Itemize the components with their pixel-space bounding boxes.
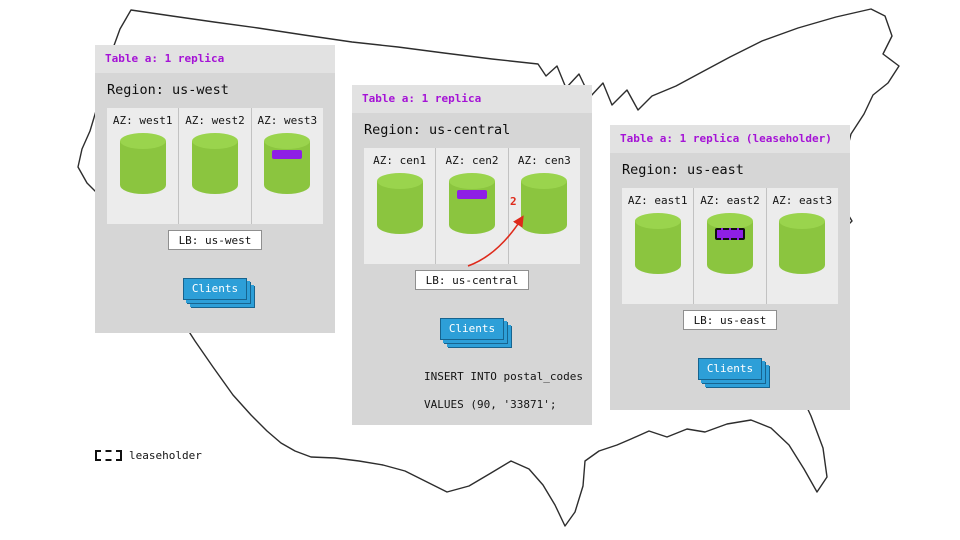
cylinder-top — [191, 133, 238, 149]
table-replica-leaseholder-header: Table a: 1 replica (leaseholder) — [610, 125, 850, 153]
cylinder-body — [376, 181, 423, 234]
az-column-west1: AZ: west1 — [107, 108, 178, 224]
cylinder-top — [448, 173, 495, 189]
database-cylinder — [264, 133, 311, 195]
cylinder-body — [634, 221, 681, 274]
az-container: AZ: west1 AZ: west2 AZ: west3 — [107, 108, 323, 224]
az-label: AZ: west2 — [185, 114, 245, 127]
cylinder-top — [634, 213, 681, 229]
az-column-west3: AZ: west3 — [250, 108, 323, 224]
az-label: AZ: cen2 — [445, 154, 499, 167]
cylinder-body — [521, 181, 568, 234]
az-container: AZ: east1 AZ: east2 AZ: east3 — [622, 188, 838, 304]
table-replica-header: Table a: 1 replica — [352, 85, 592, 113]
az-label: AZ: east1 — [627, 194, 688, 207]
cylinder-body — [264, 141, 311, 194]
az-label: AZ: cen3 — [517, 154, 571, 167]
database-cylinder — [634, 213, 681, 275]
region-title: Region: us-west — [107, 82, 229, 98]
sql-statement-line1: INSERT INTO postal_codes — [424, 370, 583, 383]
legend-label: leaseholder — [129, 449, 202, 462]
database-cylinder — [119, 133, 166, 195]
clients-button-us-central[interactable]: Clients — [440, 318, 504, 340]
database-cylinder — [779, 213, 826, 275]
cylinder-body — [191, 141, 238, 194]
load-balancer-us-central: LB: us-central — [414, 270, 530, 290]
leaseholder-swatch-icon — [95, 450, 122, 461]
az-label: AZ: west1 — [112, 114, 173, 127]
region-panel-us-east: Table a: 1 replica (leaseholder) Region:… — [610, 125, 850, 410]
clients-button-us-west[interactable]: Clients — [183, 278, 247, 300]
replica-range — [272, 150, 303, 159]
cylinder-top — [706, 213, 753, 229]
region-panel-us-central: Table a: 1 replica Region: us-central AZ… — [352, 85, 592, 425]
region-title: Region: us-east — [622, 162, 744, 178]
az-label: AZ: east3 — [772, 194, 833, 207]
database-cylinder — [376, 173, 423, 235]
database-cylinder — [706, 213, 753, 275]
az-column-east2: AZ: east2 — [693, 188, 765, 304]
cylinder-top — [376, 173, 423, 189]
az-column-cen1: AZ: cen1 — [364, 148, 435, 264]
cylinder-top — [119, 133, 166, 149]
cylinder-top — [521, 173, 568, 189]
az-column-east3: AZ: east3 — [765, 188, 838, 304]
az-column-cen3: AZ: cen3 — [507, 148, 580, 264]
az-container: AZ: cen1 AZ: cen2 AZ: cen3 — [364, 148, 580, 264]
sql-statement-line2: VALUES (90, '33871'; — [424, 398, 557, 411]
load-balancer-us-west: LB: us-west — [167, 230, 263, 250]
sql-statement: INSERT INTO postal_codes VALUES (90, '33… — [424, 370, 592, 412]
az-column-west2: AZ: west2 — [178, 108, 250, 224]
az-column-east1: AZ: east1 — [622, 188, 693, 304]
az-label: AZ: cen1 — [373, 154, 427, 167]
az-column-cen2: AZ: cen2 — [435, 148, 507, 264]
legend: leaseholder — [95, 449, 202, 462]
cylinder-body — [119, 141, 166, 194]
az-label: AZ: east2 — [700, 194, 760, 207]
leaseholder-range — [714, 228, 745, 240]
cylinder-top — [779, 213, 826, 229]
database-cylinder — [191, 133, 238, 195]
cylinder-top — [264, 133, 311, 149]
load-balancer-us-east: LB: us-east — [682, 310, 778, 330]
clients-button-us-east[interactable]: Clients — [698, 358, 762, 380]
replica-range — [456, 190, 487, 199]
region-title: Region: us-central — [364, 122, 511, 138]
database-cylinder — [448, 173, 495, 235]
cylinder-body — [779, 221, 826, 274]
database-cylinder — [521, 173, 568, 235]
table-replica-header: Table a: 1 replica — [95, 45, 335, 73]
region-panel-us-west: Table a: 1 replica Region: us-west AZ: w… — [95, 45, 335, 333]
az-label: AZ: west3 — [257, 114, 318, 127]
